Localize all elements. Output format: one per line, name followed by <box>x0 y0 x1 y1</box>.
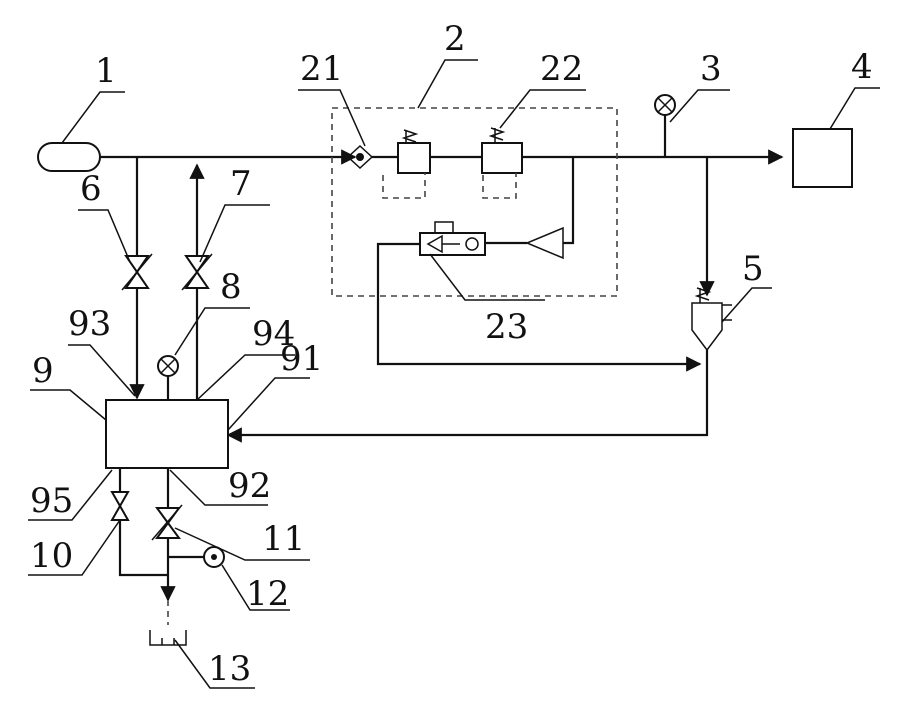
valve-22-pilot <box>483 173 516 198</box>
label-1: 1 <box>95 51 117 91</box>
filter-21-core <box>356 153 364 161</box>
branch-to-amplifier <box>563 157 573 243</box>
label-95: 95 <box>30 481 73 521</box>
valve-10 <box>112 492 128 520</box>
label-4: 4 <box>851 47 873 87</box>
relief-valve-22 <box>482 143 522 173</box>
return-loop <box>378 244 700 364</box>
label-5: 5 <box>742 249 764 289</box>
label-22: 22 <box>540 49 583 89</box>
label-12: 12 <box>246 574 289 614</box>
valve-a-spring <box>404 130 416 143</box>
label-10: 10 <box>30 536 73 576</box>
label-92: 92 <box>228 466 271 506</box>
label-13: 13 <box>208 649 251 689</box>
tank-box-9 <box>106 400 228 468</box>
drain-13 <box>150 630 186 645</box>
label-9: 9 <box>32 351 54 391</box>
label-3: 3 <box>700 49 722 89</box>
label-11: 11 <box>262 519 305 559</box>
label-91: 91 <box>280 339 323 379</box>
label-7: 7 <box>230 164 252 204</box>
source-tank <box>38 143 100 171</box>
pump-12-core <box>211 554 217 560</box>
valve-23-ball <box>466 238 478 250</box>
label-8: 8 <box>220 267 242 307</box>
label-93: 93 <box>68 304 111 344</box>
valve-5-spring <box>697 288 732 320</box>
label-23: 23 <box>485 307 528 347</box>
valve-a-pilot <box>383 173 425 198</box>
valve-22-spring <box>491 128 503 143</box>
leader-lines <box>28 60 880 688</box>
line-10 <box>120 468 168 575</box>
relief-valve-a <box>398 143 430 173</box>
label-6: 6 <box>80 169 102 209</box>
label-21: 21 <box>300 49 343 89</box>
label-2: 2 <box>444 19 466 59</box>
valve-5 <box>692 303 722 350</box>
load-box-4 <box>793 129 852 187</box>
amplifier-triangle <box>527 228 563 258</box>
valve-group-enclosure <box>332 108 617 296</box>
